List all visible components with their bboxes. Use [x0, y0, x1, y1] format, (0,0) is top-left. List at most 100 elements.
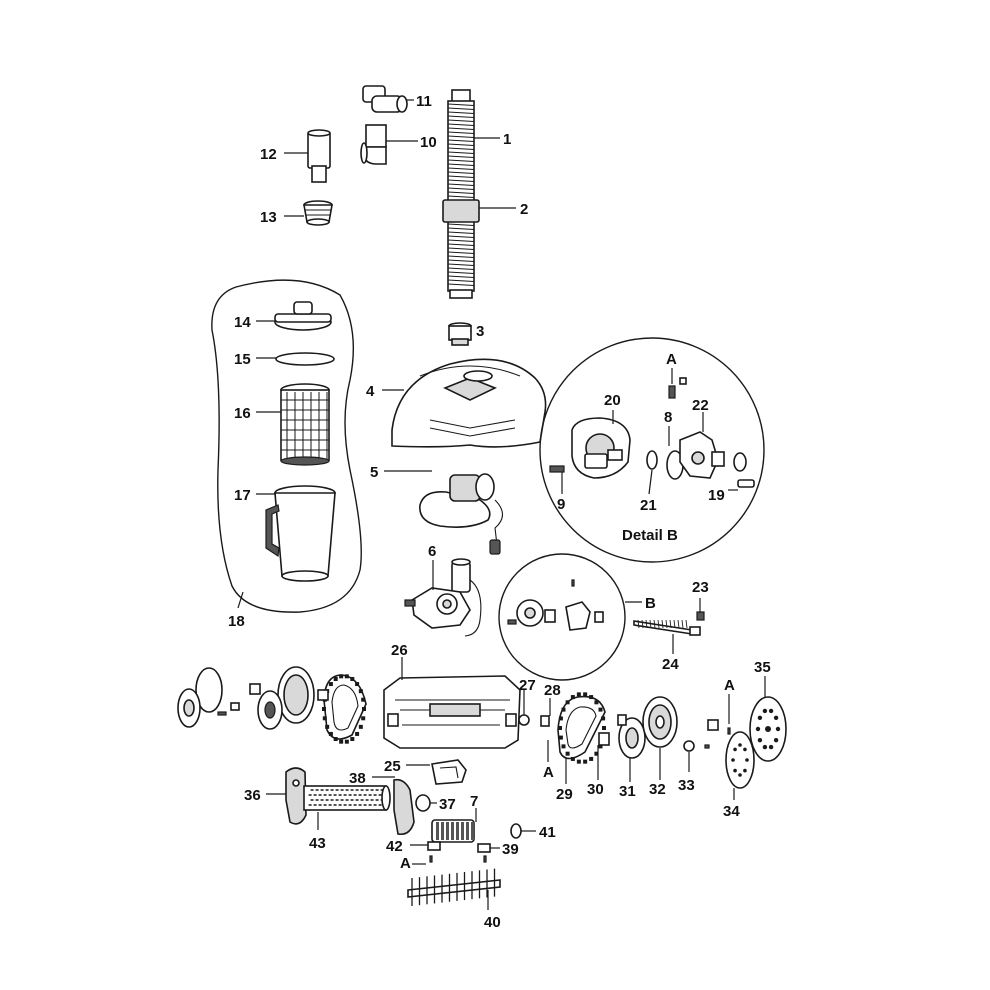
screw-a-detail — [668, 385, 676, 399]
spacer-30-part — [598, 732, 610, 746]
elbow-10-part — [360, 124, 387, 165]
label-29: 29 — [556, 786, 573, 803]
label-27: 27 — [519, 677, 536, 694]
label-2: 2 — [520, 201, 528, 218]
top-cover-4-part — [391, 358, 547, 448]
label-11: 11 — [416, 93, 432, 110]
label-8: 8 — [664, 409, 672, 426]
label-37: 37 — [439, 796, 456, 813]
label-19: 19 — [708, 487, 725, 504]
label-30: 30 — [587, 781, 604, 798]
spring-clip-23-part — [696, 611, 705, 621]
right-fasteners — [704, 719, 731, 749]
label-21: 21 — [640, 497, 657, 514]
label-22: 22 — [692, 397, 709, 414]
label-detail-b: Detail B — [622, 527, 678, 544]
label-5: 5 — [370, 464, 378, 481]
bracket-22-part — [679, 431, 747, 479]
clip-42-part — [427, 841, 441, 851]
comb-40-part — [407, 868, 501, 906]
endcap-37-part — [415, 794, 431, 812]
label-17: 17 — [234, 487, 251, 504]
left-track — [322, 674, 367, 744]
axle-24-part — [633, 619, 701, 636]
label-41: 41 — [539, 824, 556, 841]
label-15: 15 — [234, 351, 251, 368]
roller-7-part — [431, 819, 475, 843]
canister-group-outline — [211, 279, 362, 613]
cone-13-part — [303, 200, 333, 226]
label-31: 31 — [619, 783, 636, 800]
pulley-32-part — [642, 696, 678, 748]
brush-43-part — [303, 785, 391, 811]
label-20: 20 — [604, 392, 621, 409]
bracket-36-part — [285, 767, 307, 825]
label-24: 24 — [662, 656, 679, 673]
adapter-12-part — [307, 129, 331, 183]
label-43: 43 — [309, 835, 326, 852]
assembly-b-parts — [507, 579, 604, 631]
label-9: 9 — [557, 496, 565, 513]
washer-33-part — [683, 740, 695, 752]
motor-5-part — [419, 473, 504, 555]
wheel-35-part — [749, 696, 787, 762]
screw-9-part — [549, 465, 565, 473]
elbow-11-part — [362, 85, 408, 113]
swivel-3-part — [448, 322, 472, 346]
label-14: 14 — [234, 314, 251, 331]
pump-housing-20-part — [571, 417, 631, 479]
bushing-28-part — [540, 715, 550, 727]
clip-39-part — [477, 843, 491, 853]
label-a-detail: A — [666, 351, 677, 368]
left-hubcaps — [177, 667, 240, 728]
clip-25-part — [431, 759, 467, 785]
oring-15-part — [275, 352, 335, 366]
label-26: 26 — [391, 642, 408, 659]
label-3: 3 — [476, 323, 484, 340]
label-18: 18 — [228, 613, 245, 630]
pin-19-part — [737, 479, 755, 488]
label-42: 42 — [386, 838, 403, 855]
label-6: 6 — [428, 543, 436, 560]
label-33: 33 — [678, 777, 695, 794]
hubcap-34-part — [725, 731, 755, 789]
label-35: 35 — [754, 659, 771, 676]
label-16: 16 — [234, 405, 251, 422]
label-32: 32 — [649, 781, 666, 798]
label-34: 34 — [723, 803, 740, 820]
label-1: 1 — [503, 131, 511, 148]
label-7: 7 — [470, 793, 478, 810]
label-b: B — [645, 595, 656, 612]
label-39: 39 — [502, 841, 519, 858]
nut-27-part — [518, 714, 530, 726]
cap-41-part — [510, 823, 522, 839]
label-13: 13 — [260, 209, 277, 226]
lower-fasteners — [429, 855, 487, 863]
brush-frame-38-part — [393, 778, 415, 836]
pulley-31-part — [617, 714, 646, 759]
right-track-29-part — [557, 692, 606, 764]
label-40: 40 — [484, 914, 501, 931]
label-36: 36 — [244, 787, 261, 804]
label-a-left: A — [543, 764, 554, 781]
chassis-26-part — [383, 675, 521, 749]
label-4: 4 — [366, 383, 375, 400]
canister-17-part — [265, 485, 336, 582]
filter-basket-16-part — [280, 383, 330, 466]
gearbox-6-part — [404, 558, 482, 637]
lid-14-part — [274, 301, 332, 331]
washer-21-part — [646, 450, 658, 470]
label-23: 23 — [692, 579, 709, 596]
label-a-right: A — [724, 677, 735, 694]
label-12: 12 — [260, 146, 277, 163]
detail-b-circle — [539, 337, 765, 563]
label-10: 10 — [420, 134, 437, 151]
assembly-b-circle — [498, 553, 626, 681]
hose-riser-part — [442, 89, 480, 299]
label-25: 25 — [384, 758, 401, 775]
label-38: 38 — [349, 770, 366, 787]
left-pulley — [249, 666, 329, 730]
label-a-lower: A — [400, 855, 411, 872]
label-28: 28 — [544, 682, 561, 699]
